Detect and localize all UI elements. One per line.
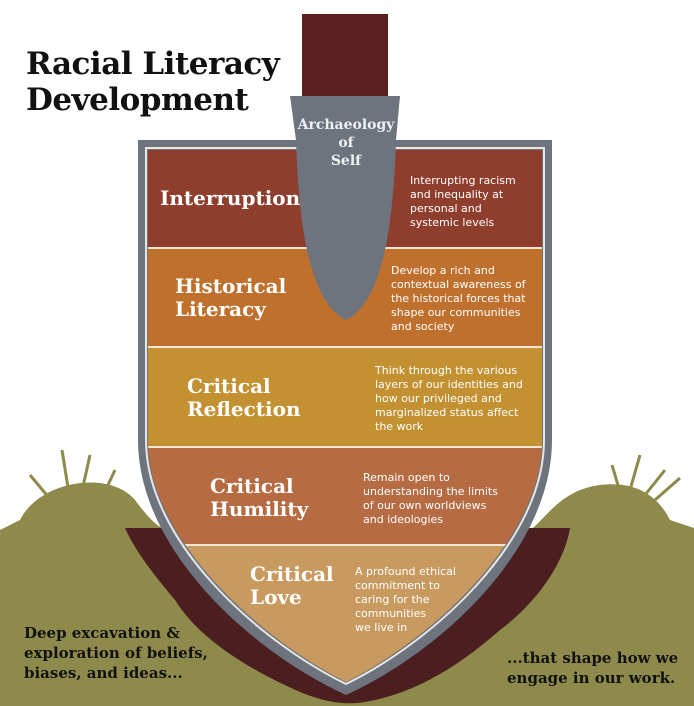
grass-right [610, 454, 681, 502]
layer-band-critical-reflection [148, 347, 542, 447]
text-line: Think through the various [375, 364, 518, 377]
text-line: marginalized status affect [375, 406, 519, 419]
text-line: caring for the [355, 593, 430, 606]
text-line: contextual awareness of [391, 278, 526, 291]
text-line: Reflection [187, 397, 301, 421]
page-title: Racial Literacy Development [26, 46, 280, 118]
text-line: biases, and ideas... [24, 664, 183, 682]
text-line: A profound ethical [355, 565, 456, 578]
text-line: commitment to [355, 579, 440, 592]
text-line: Humility [210, 497, 309, 521]
text-line: communities [355, 607, 427, 620]
text-line: and society [391, 320, 455, 333]
grass-left [28, 449, 117, 506]
text-line: Deep excavation & [24, 624, 180, 642]
text-line: Critical [210, 474, 294, 498]
footer-right-caption: ...that shape how we engage in our work. [507, 648, 678, 688]
core-label: Archaeology of Self [288, 116, 404, 170]
text-line: Critical [250, 562, 334, 586]
text-line: Remain open to [363, 471, 450, 484]
text-line: engage in our work. [507, 669, 676, 687]
text-line: systemic levels [410, 216, 495, 229]
text-line: the historical forces that [391, 292, 526, 305]
text-line: understanding the limits [363, 485, 498, 498]
text-line: how our privileged and [375, 392, 502, 405]
text-line: and ideologies [363, 513, 444, 526]
text-line: we live in [355, 621, 408, 634]
title-line-1: Racial Literacy [26, 46, 280, 82]
layer-band-critical-humility [148, 447, 542, 545]
text-line: exploration of beliefs, [24, 644, 208, 662]
text-line: Critical [187, 374, 271, 398]
core-line-1: Archaeology [297, 117, 395, 133]
layer-label-interruption: Interruption [160, 187, 300, 210]
text-line: Interruption [160, 186, 301, 210]
text-line: Literacy [175, 297, 266, 321]
title-line-2: Development [26, 82, 249, 118]
text-line: Historical [175, 274, 287, 298]
text-line: and inequality at [410, 188, 504, 201]
text-line: layers of our identities and [375, 378, 523, 391]
text-line: Love [250, 585, 302, 609]
footer-left-caption: Deep excavation & exploration of beliefs,… [24, 623, 208, 683]
text-line: ...that shape how we [507, 649, 679, 667]
text-line: of our own worldviews [363, 499, 487, 512]
text-line: the work [375, 420, 424, 433]
text-line: Interrupting racism [410, 174, 516, 187]
shovel-handle [302, 14, 388, 98]
text-line: shape our communities [391, 306, 521, 319]
archaeology-of-self-core [290, 96, 400, 320]
core-line-3: Self [330, 153, 362, 169]
text-line: personal and [410, 202, 482, 215]
text-line: Develop a rich and [391, 264, 495, 277]
core-line-2: of [338, 135, 354, 151]
